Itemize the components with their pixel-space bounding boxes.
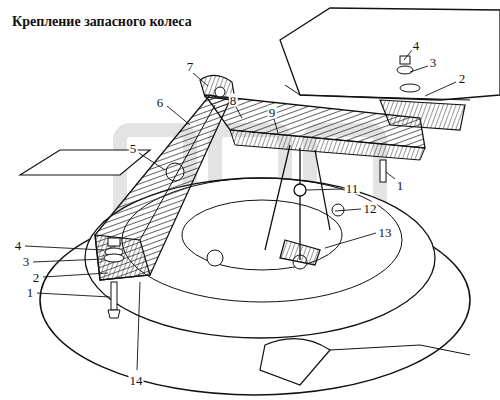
callout-number: 1 — [396, 179, 405, 192]
callout-number: 12 — [363, 202, 378, 215]
callout-number: 8 — [229, 94, 238, 107]
callout-number: 2 — [458, 72, 467, 85]
callout-number: 11 — [345, 182, 360, 195]
callout-number: 2 — [32, 271, 41, 284]
callout-number: 9 — [268, 106, 277, 119]
callout-number: 13 — [378, 226, 393, 239]
callout-number: 3 — [22, 255, 31, 268]
callout-number: 5 — [129, 142, 138, 155]
title: Крепление запасного колеса — [12, 14, 192, 30]
callout-number: 6 — [156, 96, 165, 109]
callout-number: 14 — [129, 374, 144, 387]
callout-number: 1 — [26, 286, 35, 299]
callout-number: 3 — [429, 56, 438, 69]
callout-number: 4 — [14, 239, 23, 252]
callout-number: 4 — [412, 39, 421, 52]
callout-number: 7 — [186, 60, 195, 73]
